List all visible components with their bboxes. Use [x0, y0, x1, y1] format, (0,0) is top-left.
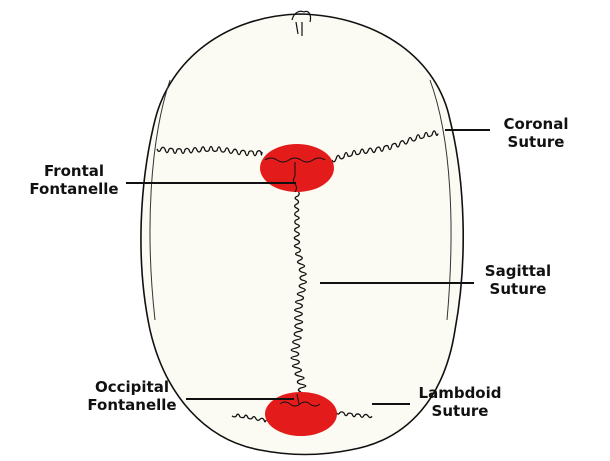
occipital-fontanelle	[265, 392, 337, 436]
apex-notch	[291, 10, 312, 36]
temporal-line-right	[429, 79, 452, 321]
temporal-line-left	[149, 79, 171, 321]
coronal-suture-label: Coronal Suture	[503, 115, 569, 151]
frontal-fontanelle	[260, 144, 334, 192]
sagittal-suture	[290, 191, 308, 393]
coronal-suture	[156, 130, 439, 163]
occipital-fontanelle-label: Occipital Fontanelle	[87, 378, 177, 414]
skull-outline	[140, 13, 464, 456]
lambdoid-suture	[231, 411, 373, 423]
occipital-fontanelle-suture-mark	[279, 393, 321, 407]
frontal-fontanelle-label: Frontal Fontanelle	[29, 162, 119, 198]
lambdoid-suture-label: Lambdoid Suture	[418, 384, 502, 420]
sagittal-suture-label: Sagittal Suture	[484, 262, 552, 298]
